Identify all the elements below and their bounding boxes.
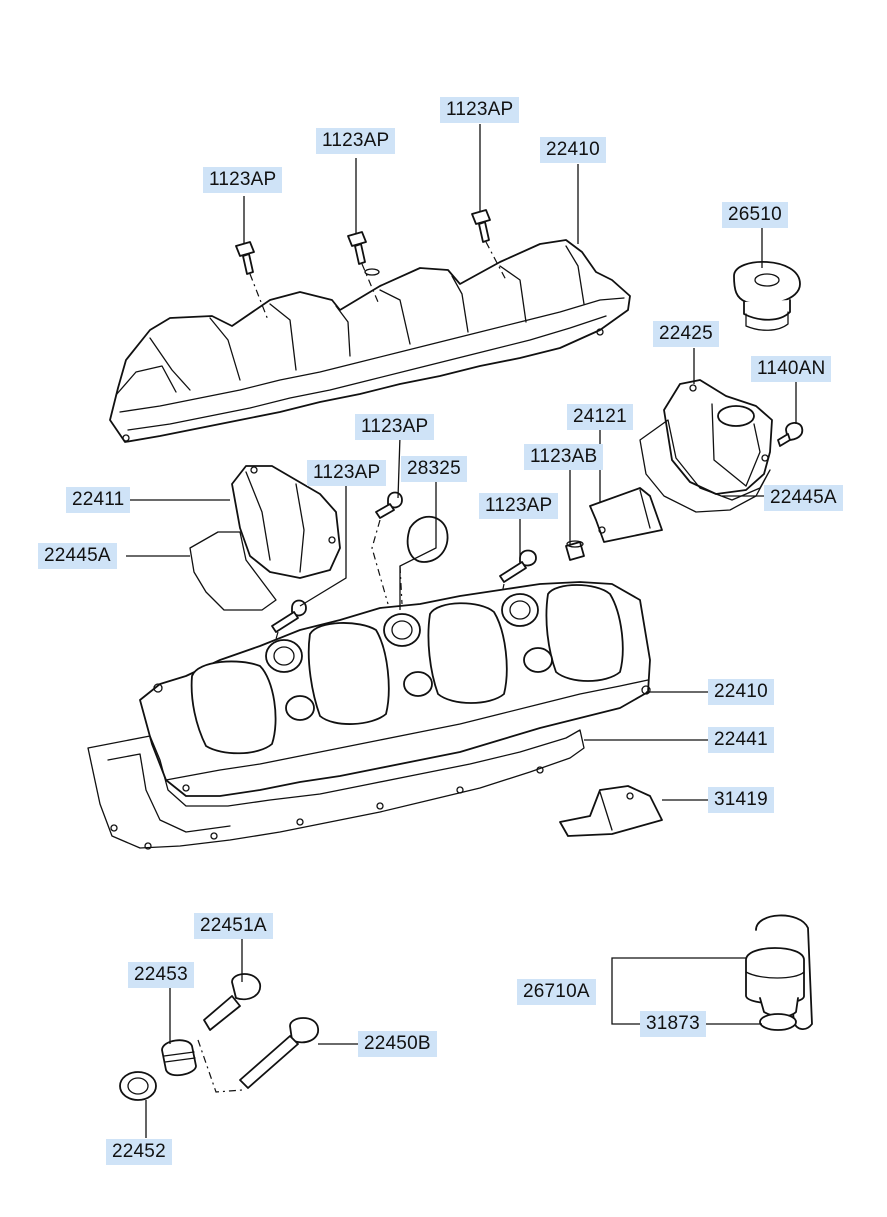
leader-lines (122, 124, 797, 1138)
label-22451a: 22451A (194, 913, 273, 939)
rocker-cover-top (109, 239, 631, 443)
label-1140an: 1140AN (751, 356, 832, 382)
label-24121: 24121 (567, 404, 633, 430)
label-26710a: 26710A (517, 979, 596, 1005)
washer-22452 (119, 1071, 157, 1101)
label-22452: 22452 (106, 1139, 172, 1165)
bolt-1123ap-b (347, 231, 380, 276)
bolt-22451a (203, 973, 261, 1031)
bolt-1140an (777, 422, 804, 447)
label-31419: 31419 (708, 787, 774, 813)
label-26510: 26510 (722, 202, 788, 228)
label-22445a-right: 22445A (764, 485, 843, 511)
label-22441: 22441 (708, 727, 774, 753)
label-1123ap-a: 1123AP (203, 167, 283, 193)
sensor-26710a (745, 914, 813, 1031)
label-1123ap-e: 1123AP (479, 493, 559, 519)
oil-filler-cap (733, 260, 801, 331)
bolt-22450b (239, 1017, 319, 1089)
cylinder-head-22410 (139, 581, 651, 797)
head-gasket-22441 (87, 729, 585, 850)
cover-22411 (231, 465, 341, 579)
label-22410-mid: 22410 (708, 679, 774, 705)
label-22453: 22453 (128, 962, 194, 988)
label-1123ab: 1123AB (524, 444, 604, 470)
label-22410-top: 22410 (540, 137, 606, 163)
label-22425: 22425 (653, 321, 719, 347)
label-22450b: 22450B (358, 1031, 437, 1057)
label-1123ap-b: 1123AP (316, 128, 396, 154)
cap-28325 (406, 515, 449, 563)
label-1123ap-d: 1123AP (355, 414, 435, 440)
bolt-1123ap-e (499, 549, 537, 583)
label-22411: 22411 (66, 487, 131, 513)
bolt-1123ap-c (471, 209, 491, 243)
label-22445a-left: 22445A (38, 543, 117, 569)
bracket-24121 (589, 487, 663, 543)
bolt-1123ap-a (235, 241, 255, 275)
label-1123ap-c: 1123AP (440, 97, 520, 123)
label-1123ap-mid: 1123AP (307, 460, 387, 486)
label-28325: 28325 (401, 456, 467, 482)
cover-22425 (663, 379, 773, 495)
gasket-22445a-left (189, 531, 277, 611)
label-31873: 31873 (640, 1011, 706, 1037)
bolt-1123ab (565, 540, 585, 561)
gasket-22445a-right (639, 419, 771, 513)
bracket-31419 (559, 785, 663, 837)
spring-22453 (161, 1039, 197, 1077)
